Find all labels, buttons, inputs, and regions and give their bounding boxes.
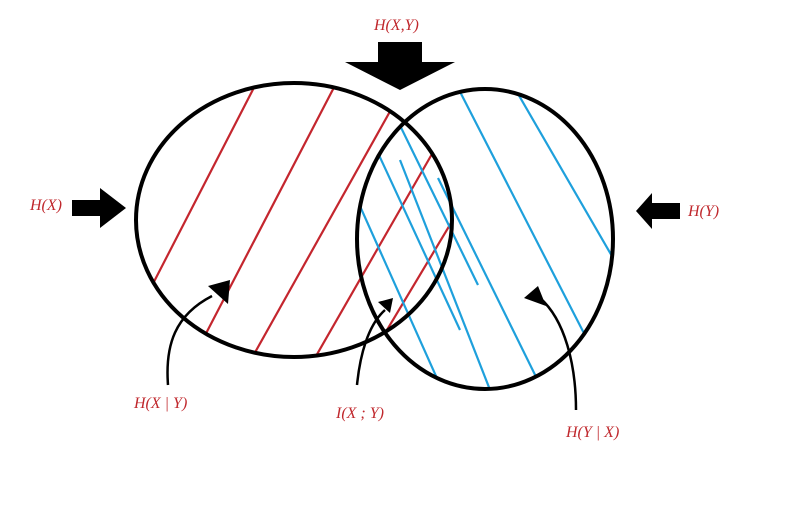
label-entropy-y: H(Y)	[688, 203, 720, 220]
hatch-y	[357, 89, 613, 389]
circle-hy	[355, 87, 615, 391]
arrow-right-icon	[72, 188, 126, 228]
label-entropy-x: H(X)	[30, 197, 62, 214]
pointer-hx-given-y	[166, 280, 230, 386]
label-mutual-information: I(X ; Y)	[336, 405, 384, 422]
label-conditional-y-given-x: H(Y | X)	[566, 424, 620, 441]
pointer-hy-given-x	[524, 286, 578, 411]
arrow-down-icon	[345, 42, 455, 90]
label-conditional-x-given-y: H(X | Y)	[134, 395, 188, 412]
pointer-mutual	[355, 298, 393, 386]
label-joint-entropy: H(X,Y)	[374, 17, 419, 34]
circle-hx	[134, 81, 454, 359]
arrow-left-icon	[636, 193, 680, 229]
